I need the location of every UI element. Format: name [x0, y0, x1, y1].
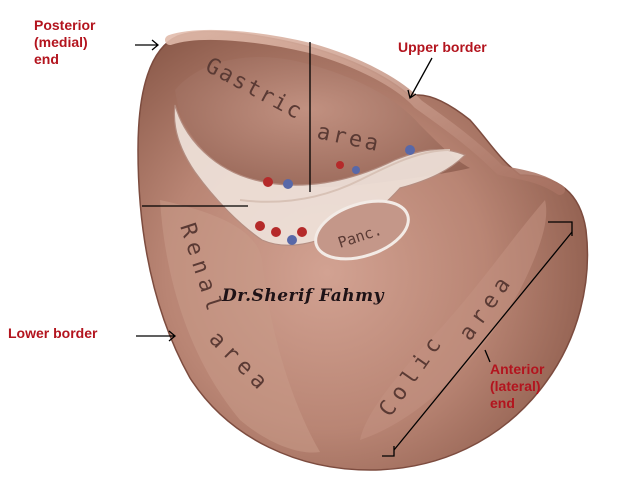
anterior-line-1: Anterior [490, 361, 545, 377]
colic-impression [360, 200, 547, 440]
gastric-hollow [175, 57, 470, 188]
anterior-line-3: end [490, 395, 515, 411]
posterior-line-3: end [34, 51, 59, 67]
leader-lines [135, 39, 573, 457]
lower-border-label: Lower border [8, 325, 98, 341]
upper-border-label: Upper border [398, 39, 487, 55]
gastric-rim [165, 29, 565, 195]
hilum-band [173, 104, 467, 246]
posterior-line-2: (medial) [34, 34, 88, 50]
posterior-line-1: Posterior [34, 17, 96, 33]
pancreas-tail [314, 199, 410, 261]
anterior-end-label: Anterior (lateral) end [490, 361, 544, 412]
hilar-vessels [239, 145, 451, 245]
posterior-end-label: Posterior (medial) end [34, 17, 95, 68]
renal-impression [160, 200, 320, 453]
author-watermark: Dr.Sherif Fahmy [222, 286, 385, 306]
anterior-line-2: (lateral) [490, 378, 541, 394]
